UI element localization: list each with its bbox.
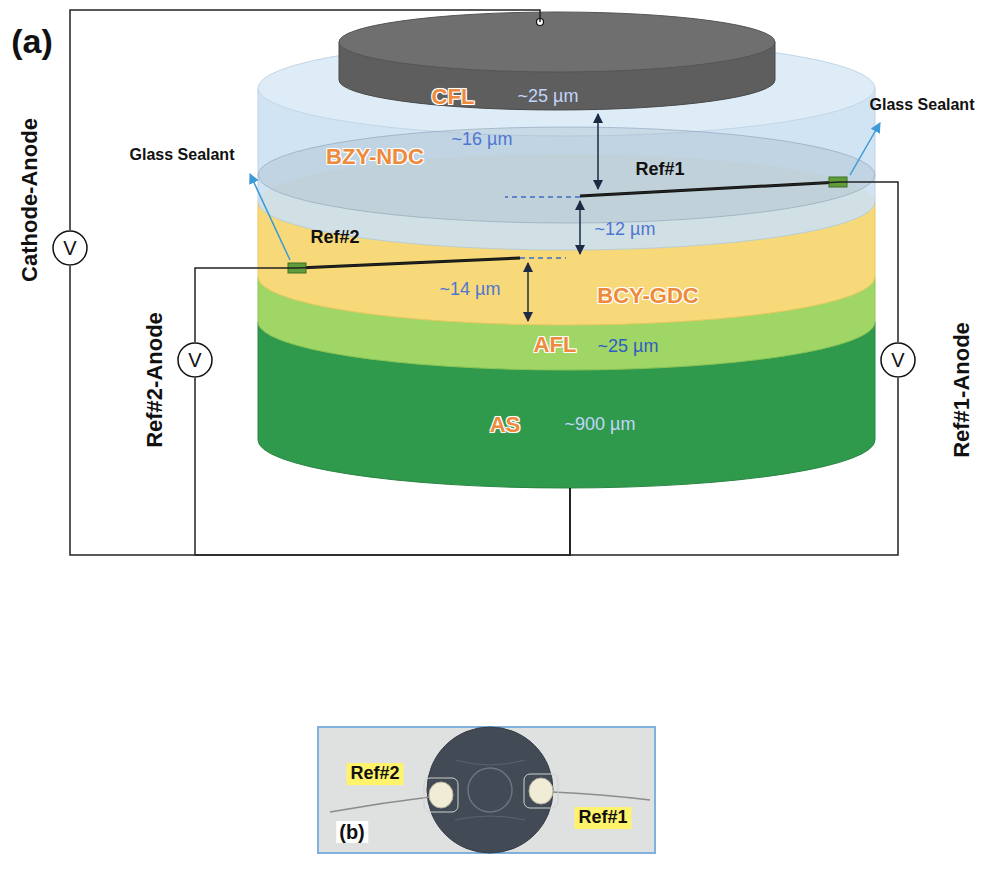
voltmeter-circle	[178, 343, 212, 377]
drawing-part	[429, 782, 453, 808]
circuit-wire	[195, 258, 520, 342]
drawing-part	[330, 797, 430, 812]
dimension-arrow	[597, 114, 599, 189]
dimension-label: ~12 µm	[595, 220, 656, 240]
dimension-arrow	[527, 263, 529, 321]
layer-name: AS	[490, 413, 521, 437]
drawing-part	[468, 768, 512, 812]
drawing-part	[529, 778, 553, 804]
voltmeter: V	[880, 342, 916, 378]
thickness-label: ~25 µm	[518, 87, 579, 107]
meter-letter: V	[188, 349, 201, 371]
circuit-label: Ref#2-Anode	[143, 312, 167, 448]
leader-arrow	[250, 174, 290, 260]
bzy-ndc-layer: BZY-NDC ~16 µm	[310, 125, 580, 205]
thickness-label: ~900 µm	[565, 415, 636, 435]
drawing-part	[455, 760, 525, 765]
dimension-arrow	[579, 201, 581, 254]
electrode-label: Ref#2	[310, 228, 359, 248]
layer-name: BCY-GDC	[597, 284, 698, 308]
as-layer: AS ~900 µm	[258, 392, 875, 488]
afl-layer: AFL ~25 µm	[258, 328, 875, 368]
callout-label: Glass Sealant	[130, 146, 235, 164]
photo-label: Ref#2	[346, 763, 403, 785]
layer-name: AFL	[534, 333, 577, 357]
panel-label: (b)	[336, 821, 368, 843]
circuit-wire	[570, 378, 898, 555]
circuit-wire	[195, 378, 570, 555]
meter-letter: V	[891, 349, 904, 371]
drawing-part	[318, 727, 655, 853]
electrode-label: Ref#1	[635, 160, 684, 180]
ref2-dash	[520, 257, 566, 259]
voltmeter: V	[177, 342, 213, 378]
photo-label: Ref#1	[574, 807, 631, 829]
dimension-label: ~14 µm	[440, 280, 501, 300]
bcy-gdc-layer: BCY-GDC	[520, 248, 770, 320]
layer-name: BZY-NDC	[326, 145, 424, 169]
circuit-wire	[580, 182, 898, 342]
drawing-part	[455, 816, 525, 820]
thickness-label: ~25 µm	[598, 337, 659, 357]
cell-photo	[318, 727, 655, 853]
ref1-dash	[505, 196, 580, 198]
panel-label: (a)	[11, 23, 53, 60]
voltmeter-circle	[881, 343, 915, 377]
drawing-part	[427, 727, 553, 853]
drawing-part	[424, 778, 458, 812]
cfl-layer: CFL ~25 µm	[340, 22, 775, 112]
circuit-wire	[70, 10, 540, 230]
thickness-label: ~16 µm	[452, 130, 513, 150]
voltmeter: V	[52, 230, 88, 266]
circuit-wire	[70, 266, 570, 555]
circuit-label: Ref#1-Anode	[950, 322, 974, 458]
meter-letter: V	[63, 237, 76, 259]
callout-label: Glass Sealant	[870, 96, 975, 114]
drawing-part	[552, 792, 650, 800]
drawing-part	[524, 774, 558, 808]
circuit-label: Cathode-Anode	[18, 118, 42, 282]
cfl-top	[339, 12, 775, 72]
ref-plane	[258, 127, 875, 223]
voltmeter-circle	[53, 231, 87, 265]
layer-name: CFL	[432, 85, 475, 109]
leader-arrow	[850, 123, 880, 175]
